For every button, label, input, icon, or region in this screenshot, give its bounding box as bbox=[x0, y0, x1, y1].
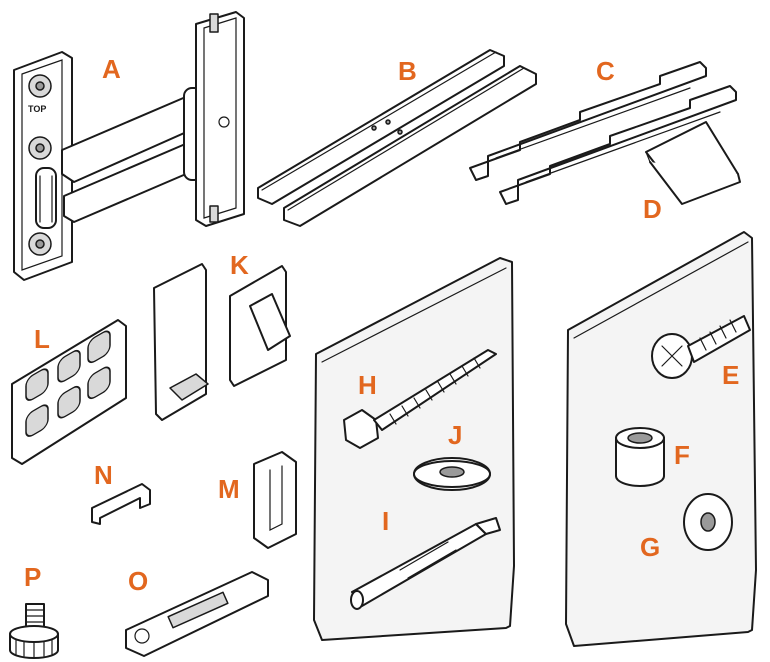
label-c: C bbox=[596, 56, 615, 86]
part-d-template-drawing bbox=[645, 121, 741, 205]
label-d: D bbox=[643, 194, 662, 224]
part-e-screw-drawing bbox=[651, 315, 751, 379]
label-p: P bbox=[24, 562, 42, 592]
part-k-clip-covers-drawing bbox=[153, 263, 291, 421]
label-n: N bbox=[94, 460, 113, 490]
label-k: K bbox=[230, 250, 249, 280]
part-m-cable-clip-drawing bbox=[253, 451, 297, 549]
part-n-clip-drawing bbox=[91, 483, 151, 525]
bag-left-drawing bbox=[313, 257, 515, 641]
label-i: I bbox=[382, 506, 390, 536]
label-j: J bbox=[448, 420, 463, 450]
part-h-lag-bolt-drawing bbox=[343, 349, 497, 449]
top-marking: TOP bbox=[28, 104, 46, 114]
part-c-hooks-drawing bbox=[469, 61, 737, 205]
part-l-pads-drawing bbox=[11, 319, 127, 465]
label-l: L bbox=[34, 324, 50, 354]
label-h: H bbox=[358, 370, 377, 400]
label-o: O bbox=[128, 566, 149, 596]
label-f: F bbox=[674, 440, 690, 470]
part-a-wall-arm-drawing: TOP bbox=[13, 11, 245, 281]
label-e: E bbox=[722, 360, 740, 390]
label-m: M bbox=[218, 474, 240, 504]
part-g-washer-drawing bbox=[683, 493, 733, 551]
label-g: G bbox=[640, 532, 661, 562]
part-b-rails-drawing bbox=[257, 49, 537, 227]
part-p-thumb-screw-drawing bbox=[9, 603, 59, 659]
part-j-washer-drawing bbox=[413, 457, 491, 491]
part-o-level-drawing bbox=[125, 571, 269, 657]
label-a: A bbox=[102, 54, 121, 84]
part-f-spacer-drawing bbox=[615, 427, 665, 487]
label-b: B bbox=[398, 56, 417, 86]
part-i-anchor-drawing bbox=[350, 517, 501, 610]
